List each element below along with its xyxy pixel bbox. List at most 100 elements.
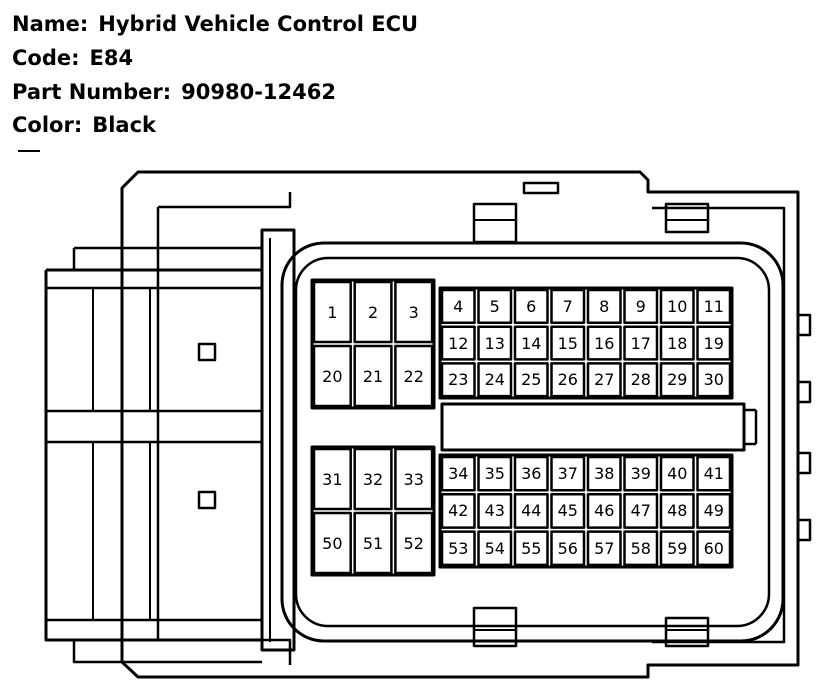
pin-41: 41	[703, 464, 724, 484]
pin-42: 42	[448, 501, 469, 521]
pin-cell-27	[586, 362, 622, 398]
pin-12: 12	[448, 333, 469, 353]
pin-cell-39	[623, 455, 659, 492]
mating-face	[280, 241, 785, 643]
pin-59: 59	[667, 538, 688, 558]
color-line: Color: Black	[12, 115, 156, 136]
pin-44: 44	[521, 501, 542, 521]
pin-cell-17	[623, 325, 659, 361]
pin-4: 4	[453, 296, 464, 316]
color-value: Black	[92, 113, 157, 137]
pin-cell-53	[440, 530, 476, 567]
pin-cell-2	[353, 280, 393, 344]
pin-cell-55	[513, 530, 549, 567]
pin-23: 23	[448, 370, 469, 390]
pin-cell-35	[477, 455, 513, 492]
pin-14: 14	[521, 333, 542, 353]
pin-51: 51	[362, 533, 384, 553]
pin-cell-40	[659, 455, 695, 492]
pin-cell-45	[550, 493, 586, 529]
pin-cell-23	[440, 362, 476, 398]
name-line: Name:Hybrid Vehicle Control ECU	[12, 14, 418, 35]
pin-cell-51	[353, 511, 393, 575]
pin-cell-59	[659, 530, 695, 567]
pin-38: 38	[594, 464, 615, 484]
pin-cell-54	[477, 530, 513, 567]
pin-46: 46	[594, 501, 615, 521]
pin-20: 20	[322, 366, 343, 386]
pin-49: 49	[703, 501, 724, 521]
pin-45: 45	[557, 501, 578, 521]
pin-cell-11	[696, 288, 732, 324]
terminal-face	[294, 256, 771, 628]
pin-22: 22	[403, 366, 424, 386]
pin-8: 8	[599, 296, 610, 316]
pin-43: 43	[484, 501, 505, 521]
pin-33: 33	[403, 469, 424, 489]
pin-cell-37	[550, 455, 586, 492]
pin-28: 28	[630, 370, 651, 390]
pin-26: 26	[557, 370, 578, 390]
pin-16: 16	[594, 333, 615, 353]
pin-55: 55	[521, 538, 542, 558]
pin-47: 47	[630, 501, 651, 521]
pin-cell-29	[659, 362, 695, 398]
pin-cell-7	[550, 288, 586, 324]
connector-housing	[120, 170, 800, 679]
pin-cell-1	[312, 280, 352, 344]
part-number-value: 90980-12462	[181, 80, 336, 104]
pin-39: 39	[630, 464, 651, 484]
pin-18: 18	[667, 333, 688, 353]
pin-cell-12	[440, 325, 476, 361]
pin-cell-31	[312, 447, 352, 511]
pin-cell-34	[440, 455, 476, 492]
code-line: Code:E84	[12, 48, 133, 69]
pin-11: 11	[703, 296, 724, 316]
pin-54: 54	[484, 538, 505, 558]
pin-cell-4	[440, 288, 476, 324]
pin-cell-56	[550, 530, 586, 567]
pin-cell-21	[353, 344, 393, 408]
pin-cell-49	[696, 493, 732, 529]
pin-cell-58	[623, 530, 659, 567]
code-label: Code:	[12, 46, 80, 70]
pin-cell-44	[513, 493, 549, 529]
pin-cell-8	[586, 288, 622, 324]
pin-10: 10	[667, 296, 688, 316]
pin-cell-3	[394, 280, 434, 344]
pin-cell-28	[623, 362, 659, 398]
pin-cell-36	[513, 455, 549, 492]
pin-27: 27	[594, 370, 615, 390]
pin-21: 21	[362, 366, 384, 386]
pin-cell-30	[696, 362, 732, 398]
pin-cell-19	[696, 325, 732, 361]
pin-37: 37	[557, 464, 578, 484]
pin-13: 13	[484, 333, 505, 353]
pin-34: 34	[448, 464, 469, 484]
pin-cell-60	[696, 530, 732, 567]
flange	[260, 228, 296, 652]
pin-cell-42	[440, 493, 476, 529]
pin-cell-52	[394, 511, 434, 575]
pin-53: 53	[448, 538, 469, 558]
pin-3: 3	[408, 302, 419, 322]
top-lug-right	[664, 202, 710, 234]
pin-cell-9	[623, 288, 659, 324]
pin-35: 35	[484, 464, 505, 484]
pin-29: 29	[667, 370, 688, 390]
pin-24: 24	[484, 370, 505, 390]
pin-6: 6	[526, 296, 537, 316]
pin-cell-32	[353, 447, 393, 511]
pin-60: 60	[703, 538, 724, 558]
pin-57: 57	[594, 538, 615, 558]
pin-30: 30	[703, 370, 724, 390]
pin-9: 9	[635, 296, 646, 316]
part-number-label: Part Number:	[12, 80, 172, 104]
pin-19: 19	[703, 333, 724, 353]
pin-25: 25	[521, 370, 542, 390]
pin-56: 56	[557, 538, 578, 558]
pin-cell-46	[586, 493, 622, 529]
color-label: Color:	[12, 113, 83, 137]
lever-lock-upper	[197, 342, 217, 362]
